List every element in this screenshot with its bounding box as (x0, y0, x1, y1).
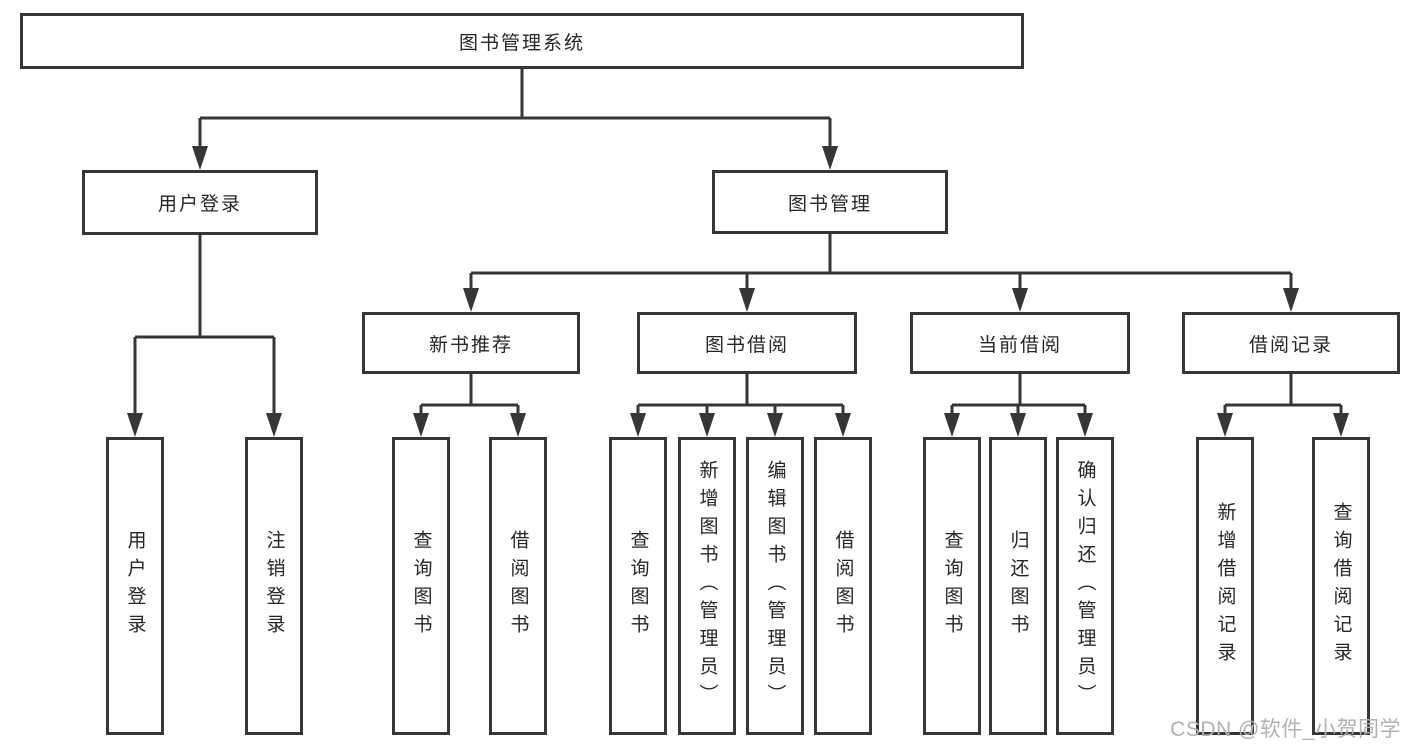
leaf-recommend-query-books: 查询图书 (392, 437, 450, 735)
leaf-current-confirm-return-admin: 确认归还（管理员） (1056, 437, 1114, 735)
arrowhead-icon (463, 288, 479, 312)
node-new-book-recommend: 新书推荐 (362, 312, 580, 374)
node-label: 当前借阅 (977, 334, 1062, 356)
node-label: 查询图书 (410, 530, 432, 642)
leaf-logout: 注销登录 (245, 437, 303, 735)
node-label: 查询图书 (941, 530, 963, 642)
node-label: 图书管理系统 (458, 32, 585, 54)
arrowhead-icon (767, 413, 783, 437)
arrowhead-icon (510, 413, 526, 437)
node-current-borrowing: 当前借阅 (910, 312, 1130, 374)
node-label: 注销登录 (263, 530, 285, 642)
node-borrowing-records: 借阅记录 (1182, 312, 1400, 374)
tree-edges (133, 69, 1343, 417)
arrowhead-icon (630, 413, 646, 437)
node-label: 新增图书（管理员） (696, 460, 718, 712)
node-user-login: 用户登录 (82, 170, 318, 235)
node-label: 借阅图书 (832, 530, 854, 642)
leaf-user-login: 用户登录 (106, 437, 164, 735)
node-label: 编辑图书（管理员） (764, 460, 786, 712)
leaf-borrowing-add-books-admin: 新增图书（管理员） (678, 437, 736, 735)
arrowhead-icon (822, 146, 838, 170)
node-library-system: 图书管理系统 (20, 13, 1024, 69)
arrowhead-icon (944, 413, 960, 437)
leaf-current-return-books: 归还图书 (989, 437, 1047, 735)
arrowhead-icon (739, 288, 755, 312)
node-label: 归还图书 (1007, 530, 1029, 642)
arrowhead-icon (127, 413, 143, 437)
node-label: 用户登录 (157, 194, 242, 215)
node-label: 图书管理 (787, 193, 872, 215)
arrowhead-icon (1077, 413, 1093, 437)
arrowhead-icon (1217, 413, 1233, 437)
node-book-borrowing: 图书借阅 (637, 312, 857, 374)
arrowhead-icon (1283, 288, 1299, 312)
node-label: 新增借阅记录 (1214, 502, 1236, 670)
leaf-borrowing-query-books: 查询图书 (609, 437, 667, 735)
node-label: 用户登录 (124, 530, 146, 642)
node-label: 确认归还（管理员） (1074, 460, 1096, 712)
arrowhead-icon (1012, 288, 1028, 312)
node-label: 查询图书 (627, 530, 649, 642)
node-label: 新书推荐 (428, 334, 513, 356)
leaf-borrowing-borrow-books: 借阅图书 (814, 437, 872, 735)
leaf-records-query-record: 查询借阅记录 (1312, 437, 1370, 735)
arrowhead-icon (413, 413, 429, 437)
arrowhead-icon (835, 413, 851, 437)
watermark-text: CSDN @软件_小贺同学 (1170, 718, 1401, 741)
node-label: 查询借阅记录 (1330, 502, 1352, 670)
arrowhead-icon (699, 413, 715, 437)
node-label: 图书借阅 (704, 334, 789, 356)
arrowhead-icon (192, 146, 208, 170)
node-book-management: 图书管理 (712, 170, 948, 234)
arrowheads (127, 146, 1349, 437)
leaf-recommend-borrow-books: 借阅图书 (489, 437, 547, 735)
node-label: 借阅记录 (1248, 334, 1333, 356)
arrowhead-icon (266, 413, 282, 437)
leaf-borrowing-edit-books-admin: 编辑图书（管理员） (746, 437, 804, 735)
arrowhead-icon (1333, 413, 1349, 437)
leaf-current-query-books: 查询图书 (923, 437, 981, 735)
leaf-records-add-record: 新增借阅记录 (1196, 437, 1254, 735)
node-label: 借阅图书 (507, 530, 529, 642)
arrowhead-icon (1010, 413, 1026, 437)
